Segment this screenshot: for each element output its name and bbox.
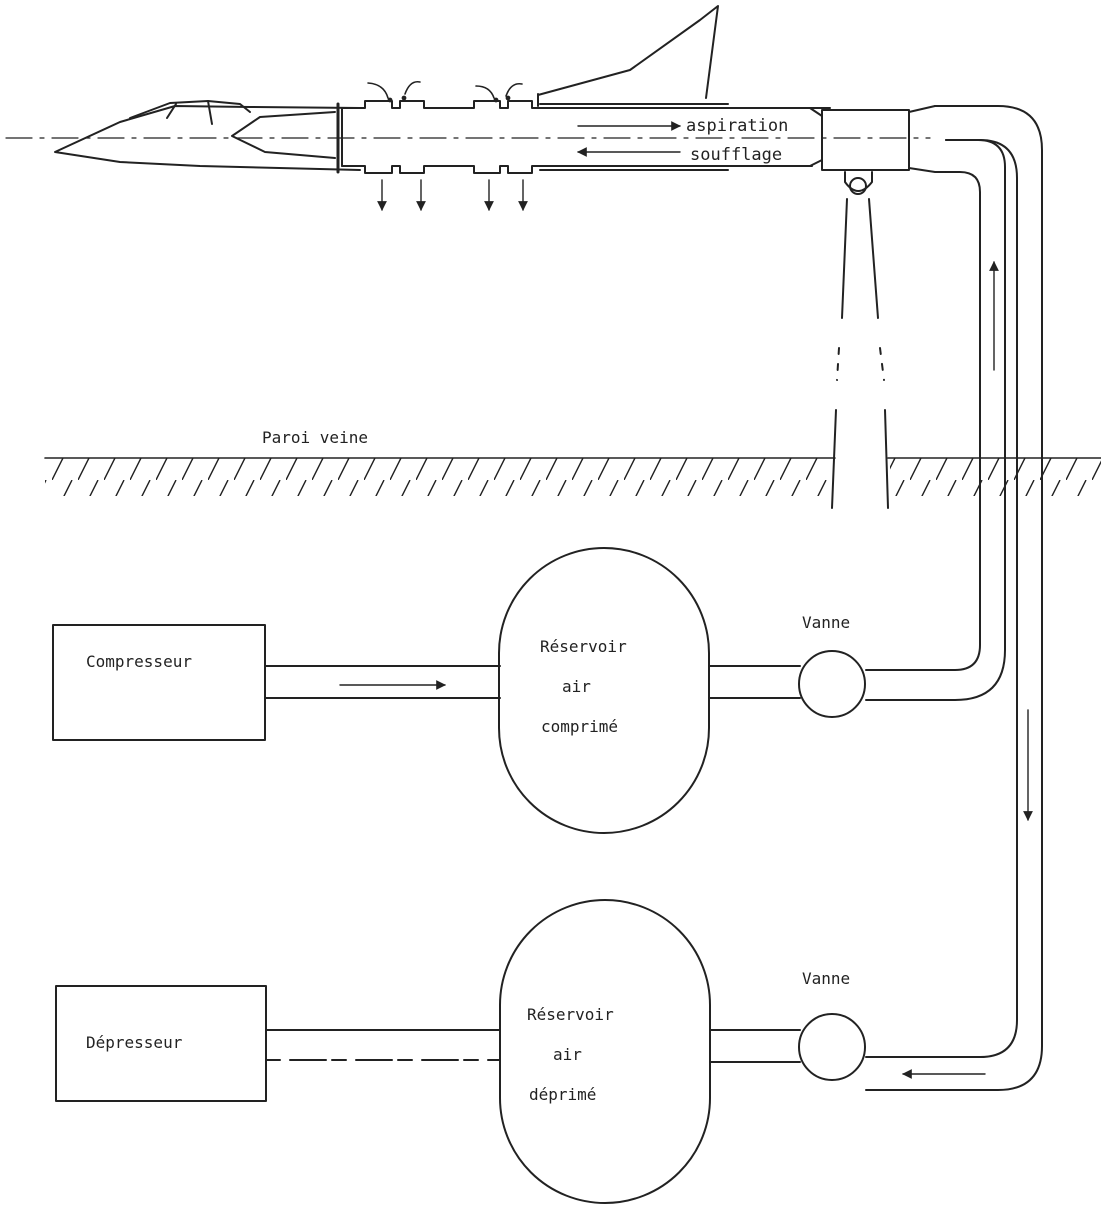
soufflage-label: soufflage	[690, 145, 782, 165]
vanne-top	[798, 650, 866, 718]
outer-pipe-wall	[865, 105, 1043, 1091]
middle-pipe-wall-2	[865, 139, 1018, 1058]
blowing-outlet-arrows	[377, 179, 528, 211]
vanne-bottom	[798, 1013, 866, 1081]
reservoir-air-comprime	[498, 547, 710, 834]
reservoir-air-deprime	[499, 899, 711, 1204]
middle-pipe-wall	[865, 139, 1006, 701]
suction-inlet-arrows	[367, 80, 523, 103]
vanne-top-label: Vanne	[802, 613, 850, 632]
test-section-wall	[44, 457, 1101, 496]
reservoir-bottom-line-2: air	[553, 1045, 582, 1064]
reservoir-top-line-1: Réservoir	[540, 637, 627, 656]
pivot-pin	[849, 177, 867, 195]
aspiration-label: aspiration	[686, 116, 788, 136]
junction-box	[821, 109, 910, 171]
compresseur-box	[52, 624, 266, 741]
fuselage-nose	[54, 105, 361, 171]
reservoir-top-line-3: comprimé	[541, 717, 618, 736]
model-support-sting	[831, 198, 889, 509]
inner-pipe-wall	[865, 171, 981, 671]
air-intake	[231, 111, 336, 159]
reservoir-top-line-2: air	[562, 677, 591, 696]
tail-fin	[537, 5, 719, 99]
duct-lower-wall	[341, 165, 813, 174]
paroi-veine-label: Paroi veine	[262, 428, 368, 447]
depresseur-label: Dépresseur	[86, 1033, 183, 1052]
reservoir-bottom-line-3: déprimé	[529, 1085, 596, 1104]
aircraft-model	[54, 5, 719, 174]
reservoir-bottom-line-1: Réservoir	[527, 1005, 614, 1024]
vanne-bottom-label: Vanne	[802, 969, 850, 988]
canopy	[129, 100, 251, 119]
depresseur-box	[55, 985, 267, 1102]
balance-pivot	[844, 171, 873, 192]
return-pipes	[865, 105, 1043, 1091]
compresseur-label: Compresseur	[86, 652, 192, 671]
